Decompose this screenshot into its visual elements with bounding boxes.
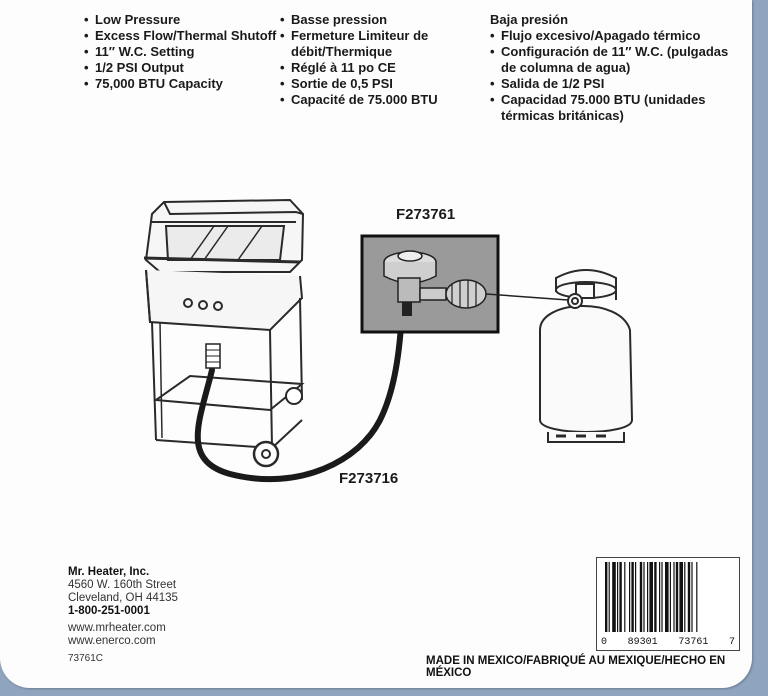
feature-item: Fermeture Limiteur de débit/Thermique [280, 28, 480, 60]
feature-item: Low Pressure [84, 12, 284, 28]
feature-item: Salida de 1/2 PSI [490, 76, 730, 92]
barcode-bar [684, 562, 686, 632]
regulator-part-label: F273761 [396, 206, 456, 223]
connector-line [485, 293, 569, 301]
barcode-bar [619, 562, 622, 632]
barcode-bars [605, 562, 698, 632]
features-spanish: Baja presión Flujo excesivo/Apagado térm… [490, 12, 730, 124]
feature-item: 11″ W.C. Setting [84, 44, 284, 60]
company-address-line2: Cleveland, OH 44135 [68, 592, 178, 604]
barcode-bar [665, 562, 669, 632]
barcode-bar [631, 562, 634, 632]
feature-item: Excess Flow/Thermal Shutoff [84, 28, 284, 44]
hose-part-label: F273716 [339, 470, 399, 487]
barcode-bar [669, 562, 671, 632]
regulator-inset [360, 234, 500, 334]
feature-item: Capacidad 75.000 BTU (unidades térmicas … [490, 92, 730, 124]
barcode-bar [654, 562, 657, 632]
company-name: Mr. Heater, Inc. [68, 566, 150, 578]
barcode-bar [691, 562, 693, 632]
part-code: 73761C [68, 653, 104, 664]
barcode-bar [647, 562, 649, 632]
barcode-bar [605, 562, 608, 632]
feature-item: Sortie de 0,5 PSI [280, 76, 480, 92]
company-info: Mr. Heater, Inc. 4560 W. 160th Street Cl… [68, 566, 178, 648]
feature-item: 75,000 BTU Capacity [84, 76, 284, 92]
barcode-bar [608, 562, 610, 632]
company-address-line1: 4560 W. 160th Street [68, 579, 177, 591]
barcode-digit: 0 [601, 637, 608, 648]
made-in-statement: MADE IN MEXICO/FABRIQUÉ AU MEXIQUE/HECHO… [426, 655, 726, 679]
features-french: Basse pression Fermeture Limiteur de déb… [280, 12, 480, 108]
feature-item: 1/2 PSI Output [84, 60, 284, 76]
barcode-bar [635, 562, 637, 632]
barcode-bar [617, 562, 619, 632]
feature-heading: Baja presión [490, 12, 569, 27]
feature-item: Capacité de 75.000 BTU [280, 92, 480, 108]
grill-drawing [143, 198, 305, 468]
barcode-digit: 73761 [678, 637, 709, 648]
feature-item: Basse pression [280, 12, 480, 28]
feature-item: Réglé à 11 po CE [280, 60, 480, 76]
barcode-bar [696, 562, 698, 632]
company-website-1: www.mrheater.com [68, 622, 166, 634]
barcode-bar [687, 562, 691, 632]
upc-barcode: 0 89301 73761 7 [596, 557, 740, 651]
barcode-bar [643, 562, 645, 632]
packaging-card: Low Pressure Excess Flow/Thermal Shutoff… [0, 0, 752, 688]
installation-illustration [143, 198, 634, 483]
barcode-bar [673, 562, 675, 632]
company-phone: 1-800-251-0001 [68, 605, 150, 617]
propane-tank-drawing [539, 269, 634, 443]
barcode-digit: 89301 [627, 637, 658, 648]
barcode-bar [679, 562, 683, 632]
hose-drawing [194, 307, 405, 483]
barcode-bar [659, 562, 661, 632]
barcode-bar [675, 562, 679, 632]
barcode-bar [649, 562, 653, 632]
company-website-2: www.enerco.com [68, 635, 156, 647]
barcode-digit: 7 [728, 637, 735, 648]
barcode-bar [624, 562, 626, 632]
barcode-bar [661, 562, 663, 632]
feature-item: Flujo excesivo/Apagado térmico [490, 28, 730, 44]
feature-item: Configuración de 11″ W.C. (pulgadas de c… [490, 44, 730, 76]
features-english: Low Pressure Excess Flow/Thermal Shutoff… [84, 12, 284, 92]
barcode-bar [629, 562, 631, 632]
barcode-bar [639, 562, 643, 632]
barcode-bar [612, 562, 616, 632]
